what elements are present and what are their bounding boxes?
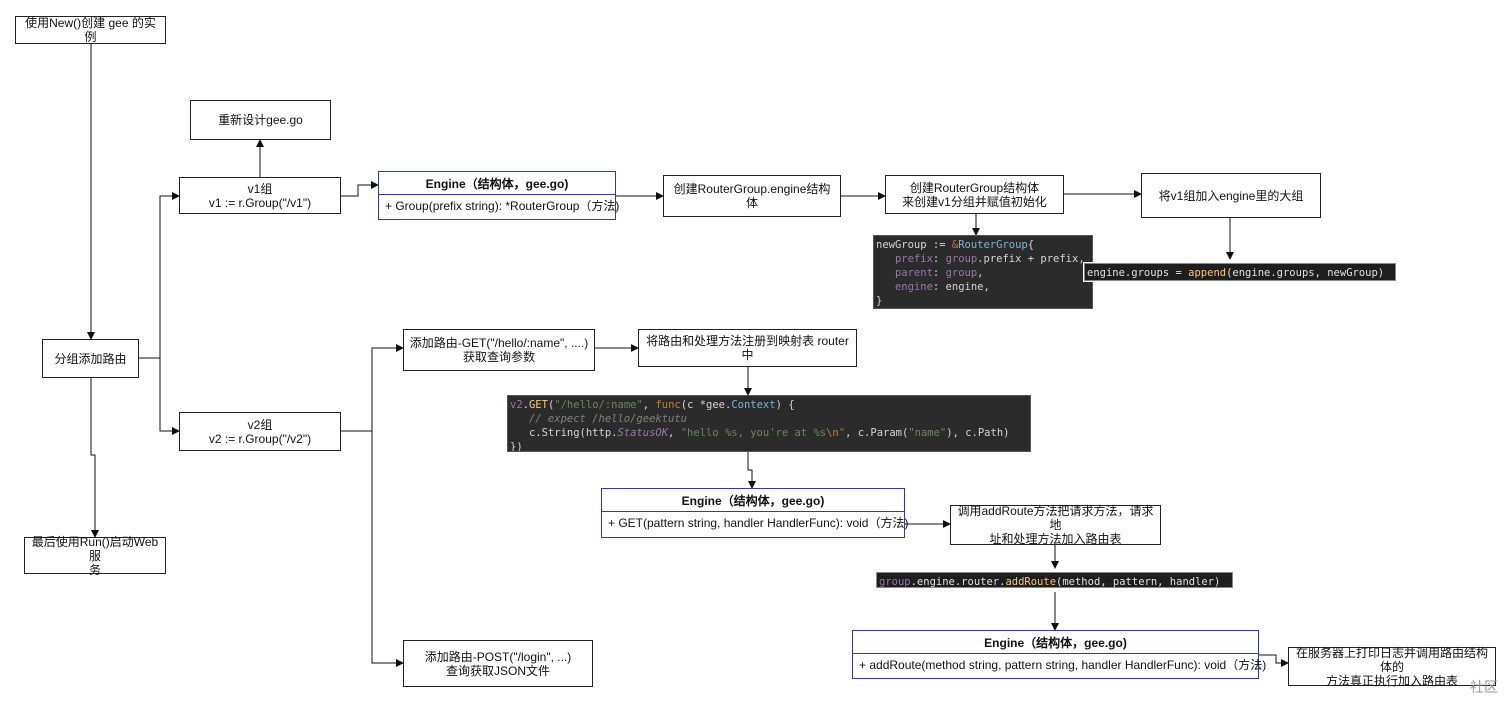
engine-group-class-method: + Group(prefix string): *RouterGroup（方法) xyxy=(385,199,620,213)
append-code-block: engine.groups = append(engine.groups, ne… xyxy=(1083,262,1397,282)
engine-addroute-class-title: Engine（结构体，gee.go) xyxy=(853,631,1258,654)
engine-get-class: Engine（结构体，gee.go) + GET(pattern string,… xyxy=(601,488,909,538)
get-line-1: v2.GET("/hello/:name", func(c *gee.Conte… xyxy=(510,399,795,411)
addroute-code-block: group.engine.router.addRoute(method, pat… xyxy=(875,571,1234,589)
create-routergroup-node: 创建RouterGroup结构体 来创建v1分组并赋值初始化 xyxy=(885,175,1064,214)
create-engine-struct-node: 创建RouterGroup.engine结构体 xyxy=(663,175,841,217)
create-instance-node: 使用New()创建 gee 的实例 xyxy=(15,16,166,44)
edge-group-to-v2 xyxy=(139,357,180,435)
group-routes-node: 分组添加路由 xyxy=(42,339,139,378)
print-log-node: 在服务器上打印日志并调用路由结构体的 方法真正执行加入路由表 xyxy=(1288,646,1496,688)
newgroup-line-1: newGroup := &RouterGroup{ xyxy=(876,239,1035,251)
edge-group-to-v1 xyxy=(139,192,180,359)
engine-get-class-method: + GET(pattern string, handler HandlerFun… xyxy=(608,516,909,530)
newgroup-line-2: prefix: group.prefix + prefix, xyxy=(894,253,1085,265)
call-addroute-node: 调用addRoute方法把请求方法，请求地 址和处理方法加入路由表 xyxy=(950,504,1161,546)
add-v1-engine-node: 将v1组加入engine里的大组 xyxy=(1141,173,1321,218)
edge-engine-to-log xyxy=(1259,654,1289,667)
newgroup-line-3: parent: group, xyxy=(894,267,984,279)
engine-addroute-class-method: + addRoute(method string, pattern string… xyxy=(859,658,1267,672)
newgroup-line-4: engine: engine, xyxy=(894,281,990,293)
v1-group-node: v1组 v1 := r.Group("/v1") xyxy=(179,177,341,214)
edge-code-to-engine-get xyxy=(747,452,756,489)
get-line-2: // expect /hello/geektutu xyxy=(510,413,688,425)
newgroup-line-5: } xyxy=(876,295,883,307)
get-line-3: c.String(http.StatusOK, "hello %s, you'r… xyxy=(510,427,1010,439)
get-code-block: v2.GET("/hello/:name", func(c *gee.Conte… xyxy=(507,395,1031,452)
redesign-node: 重新设计gee.go xyxy=(190,100,331,140)
add-get-route-node: 添加路由-GET("/hello/:name", ....) 获取查询参数 xyxy=(403,329,595,371)
engine-addroute-class: Engine（结构体，gee.go) + addRoute(method str… xyxy=(852,630,1267,679)
run-service-node: 最后使用Run()启动Web服 务 xyxy=(24,535,166,577)
edge-v1-to-engine xyxy=(341,181,379,197)
edge-v2-to-get xyxy=(341,344,404,432)
register-router-node: 将路由和处理方法注册到映射表 router 中 xyxy=(638,329,857,367)
newgroup-code-block: newGroup := &RouterGroup{ prefix: group.… xyxy=(873,235,1093,309)
edge-v2-to-post xyxy=(341,430,404,667)
get-line-4: }) xyxy=(510,441,523,452)
watermark: 社区 xyxy=(1470,679,1498,695)
edge-group-to-run xyxy=(90,378,99,538)
engine-group-class-title: Engine（结构体，gee.go) xyxy=(379,172,615,195)
v2-group-node: v2组 v2 := r.Group("/v2") xyxy=(179,412,341,451)
engine-group-class: Engine（结构体，gee.go) + Group(prefix string… xyxy=(378,171,620,220)
engine-get-class-title: Engine（结构体，gee.go) xyxy=(602,489,904,512)
add-post-route-node: 添加路由-POST("/login", ...) 查询获取JSON文件 xyxy=(403,640,593,687)
